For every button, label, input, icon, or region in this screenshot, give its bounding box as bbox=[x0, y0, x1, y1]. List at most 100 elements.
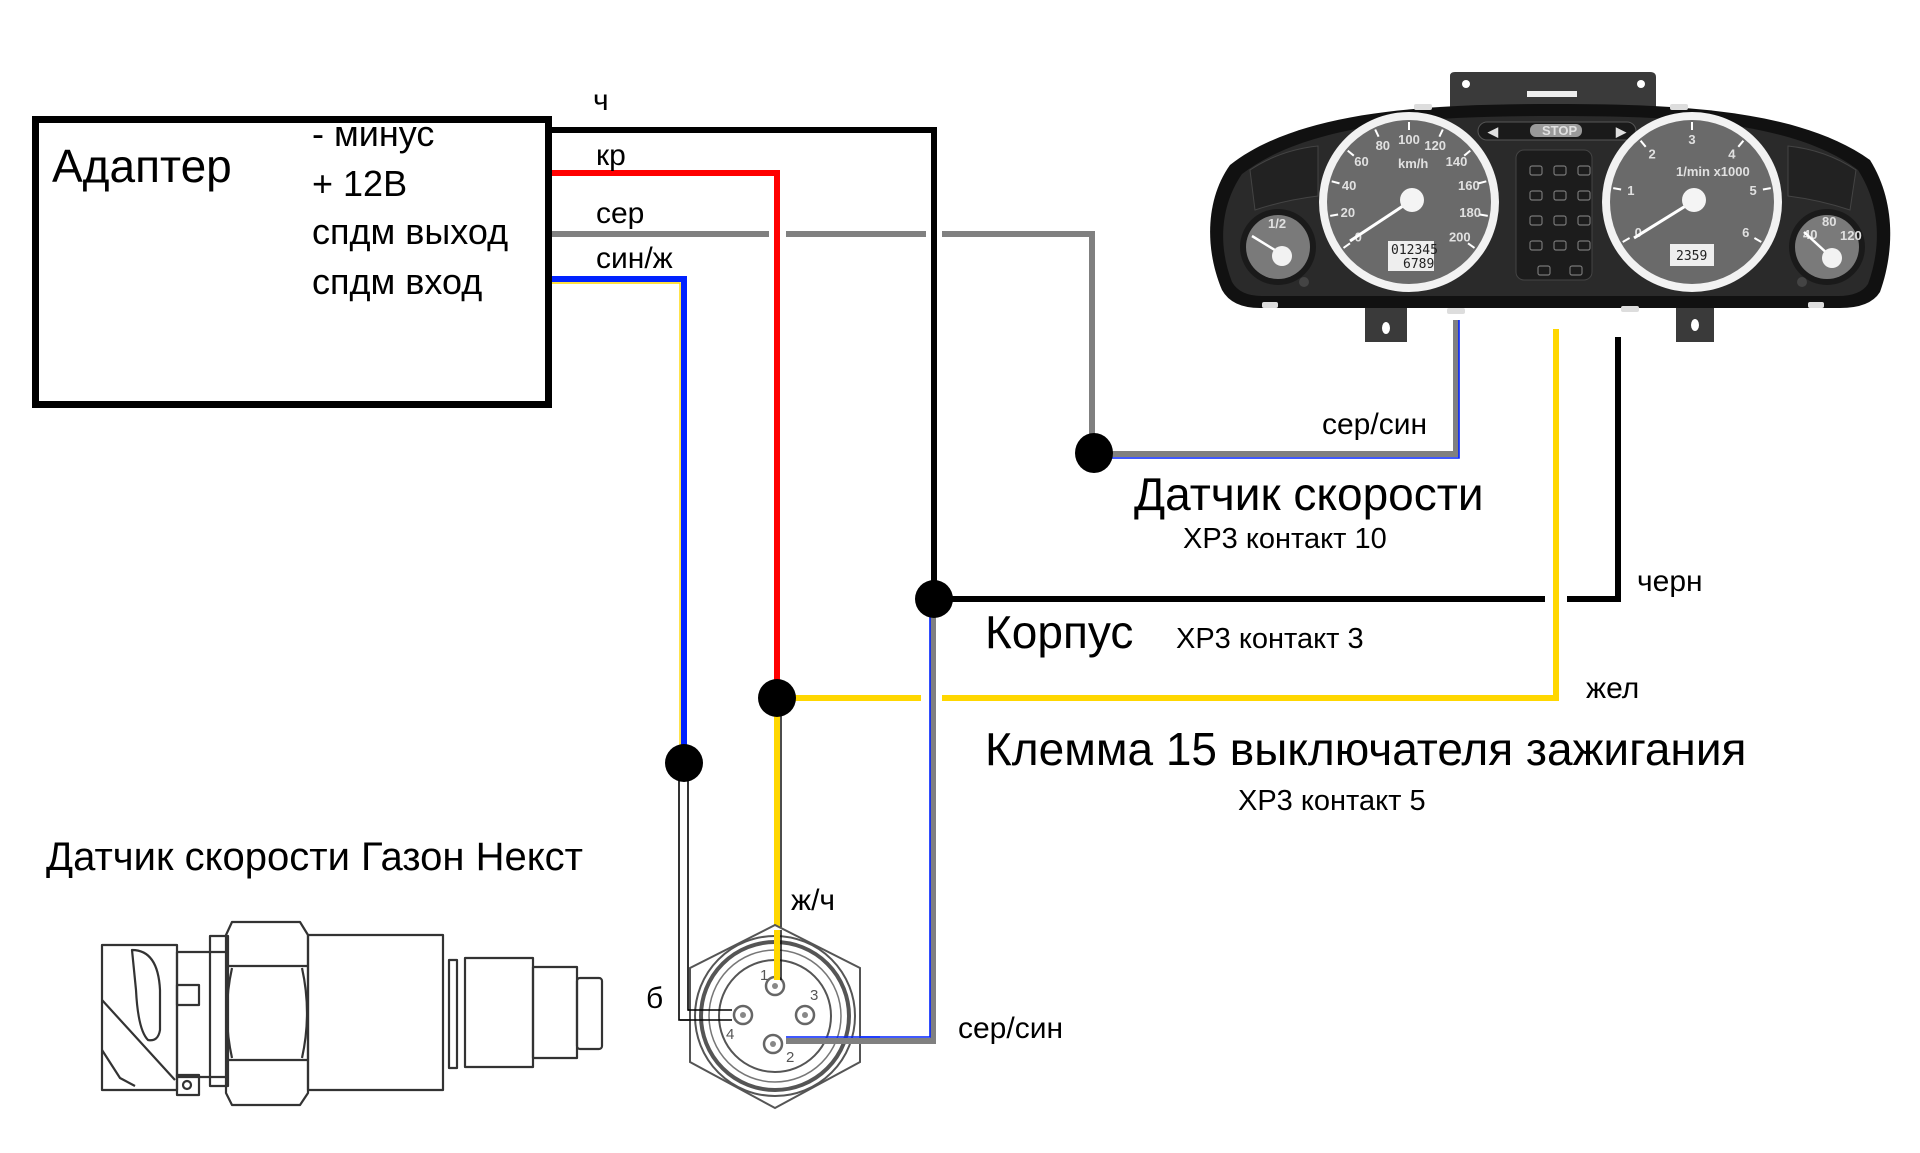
speed-sensor-contact: XP3 контакт 10 bbox=[1183, 523, 1387, 555]
tacho-tick-mark bbox=[1622, 237, 1631, 243]
speedo-tick-100: 100 bbox=[1398, 132, 1420, 147]
tacho-tick-mark bbox=[1613, 187, 1622, 191]
warning-lamp-icon bbox=[1577, 190, 1591, 201]
connector-pin-2 bbox=[762, 1033, 784, 1055]
warning-lamp-icon bbox=[1553, 165, 1567, 176]
tacho-tick-mark bbox=[1639, 140, 1647, 148]
warning-panel bbox=[1515, 149, 1593, 281]
stop-indicator: STOP bbox=[1542, 123, 1577, 138]
label-white: б bbox=[646, 982, 663, 1015]
tacho-tick-2: 2 bbox=[1648, 147, 1655, 162]
temp-mark-120: 120 bbox=[1840, 228, 1862, 243]
adapter-pin-spdm-in: спдм вход bbox=[312, 261, 482, 302]
label-black-ground: черн bbox=[1637, 565, 1703, 598]
speedo-tick-mark bbox=[1463, 149, 1471, 157]
adapter-pin-12v: + 12В bbox=[312, 163, 407, 204]
tacho-needle-hub bbox=[1682, 188, 1706, 212]
speedo-tick-140: 140 bbox=[1446, 154, 1468, 169]
speedo-tick-mark bbox=[1374, 129, 1380, 138]
speedo-tick-20: 20 bbox=[1341, 205, 1355, 220]
warning-lamp-icon bbox=[1577, 165, 1591, 176]
warning-lamp-icon bbox=[1553, 215, 1567, 226]
speedo-tick-mark bbox=[1478, 180, 1487, 185]
odometer bbox=[1388, 241, 1434, 271]
warning-lamp-icon bbox=[1569, 265, 1583, 276]
tacho-tick-5: 5 bbox=[1749, 183, 1756, 198]
wire-label-grey: сер bbox=[596, 197, 644, 230]
ground-title: Корпус bbox=[985, 606, 1133, 658]
warning-lamp-icon bbox=[1529, 165, 1543, 176]
ground-contact: XP3 контакт 3 bbox=[1176, 623, 1364, 655]
pin-label-1: 1 bbox=[760, 967, 768, 984]
tacho-tick-0: 0 bbox=[1635, 225, 1642, 240]
warning-lamp-icon bbox=[1553, 240, 1567, 251]
speedo-tick-mark bbox=[1347, 149, 1355, 157]
adapter-pin-minus: - минус bbox=[312, 113, 434, 154]
speedo-needle-hub bbox=[1400, 188, 1424, 212]
speedo-tick-mark bbox=[1479, 213, 1488, 217]
fuel-gauge: 1/2 bbox=[1240, 209, 1316, 285]
connector-pin-3 bbox=[794, 1004, 816, 1026]
speedo-tick-120: 120 bbox=[1424, 138, 1446, 153]
warning-lamp-icon bbox=[1529, 190, 1543, 201]
temp-mark-40: 40 bbox=[1803, 227, 1817, 242]
wire-label-blue: син/ж bbox=[596, 242, 673, 275]
wire-grey-blue-cluster bbox=[1100, 320, 1460, 459]
turn-left-icon: ◀ bbox=[1487, 124, 1499, 139]
label-grey-blue-cluster: сер/син bbox=[1322, 408, 1427, 441]
speedo-tick-mark bbox=[1330, 213, 1339, 217]
speedo-tick-180: 180 bbox=[1459, 205, 1481, 220]
warning-lamp-icon bbox=[1537, 265, 1551, 276]
ignition-title: Клемма 15 выключателя зажигания bbox=[985, 723, 1746, 775]
label-yellow: жел bbox=[1586, 672, 1639, 705]
pin-label-2: 2 bbox=[786, 1049, 794, 1066]
tacho-unit: 1/min x1000 bbox=[1676, 164, 1750, 179]
junction-speed-signal bbox=[1075, 433, 1113, 473]
fuel-mark: 1/2 bbox=[1268, 216, 1286, 231]
adapter-block: Адаптер - минус + 12В спдм выход спдм вх… bbox=[32, 113, 552, 408]
wire-red bbox=[552, 170, 780, 698]
adapter-box bbox=[32, 116, 552, 408]
odometer-trip: 6789 bbox=[1403, 257, 1434, 272]
wire-grey bbox=[552, 231, 1095, 470]
tacho-tick-6: 6 bbox=[1742, 225, 1749, 240]
odometer-total: 012345 bbox=[1391, 243, 1438, 258]
speedo-tick-60: 60 bbox=[1354, 154, 1368, 169]
warning-lamp-icon bbox=[1529, 215, 1543, 226]
wire-blue bbox=[552, 276, 687, 763]
tacho-tick-mark bbox=[1753, 237, 1762, 243]
turn-right-icon: ▶ bbox=[1615, 124, 1627, 139]
wire-label-black: ч bbox=[593, 84, 609, 117]
warning-lamp-icon bbox=[1577, 215, 1591, 226]
pin-label-4: 4 bbox=[726, 1026, 734, 1043]
tacho-tick-3: 3 bbox=[1688, 132, 1695, 147]
pin-label-3: 3 bbox=[810, 987, 818, 1004]
tacho-display bbox=[1670, 244, 1714, 266]
speedo-tick-mark bbox=[1438, 129, 1444, 138]
speedo-tick-mark bbox=[1331, 180, 1340, 185]
label-yellow-black: ж/ч bbox=[791, 884, 835, 917]
warning-lamp-icon bbox=[1529, 240, 1543, 251]
wire-yellow bbox=[777, 329, 1559, 701]
speedo-tick-80: 80 bbox=[1376, 138, 1390, 153]
tacho-tick-mark bbox=[1737, 140, 1745, 148]
wire-black bbox=[552, 127, 1621, 602]
tacho-tick-1: 1 bbox=[1627, 183, 1634, 198]
connector-pin-4 bbox=[732, 1004, 754, 1026]
tacho-display-value: 2359 bbox=[1676, 249, 1707, 264]
wire-label-red: кр bbox=[596, 139, 626, 172]
junction-ground bbox=[915, 580, 953, 618]
junction-spdm-in bbox=[665, 744, 703, 782]
label-grey-blue-sensor: сер/син bbox=[958, 1012, 1063, 1045]
warning-lamp-icon bbox=[1553, 190, 1567, 201]
speedo-tick-40: 40 bbox=[1342, 178, 1356, 193]
sensor-title: Датчик скорости Газон Некст bbox=[46, 835, 583, 879]
speed-sensor-drawing bbox=[100, 920, 604, 1107]
adapter-title: Адаптер bbox=[52, 140, 232, 192]
speedo-tick-160: 160 bbox=[1458, 178, 1480, 193]
speedo-tick-mark bbox=[1342, 242, 1351, 249]
instrument-cluster: STOP ◀ ▶ 020406080100120140160180200 km/… bbox=[1210, 72, 1891, 342]
speedometer: 020406080100120140160180200 km/h 012345 … bbox=[1319, 112, 1499, 292]
